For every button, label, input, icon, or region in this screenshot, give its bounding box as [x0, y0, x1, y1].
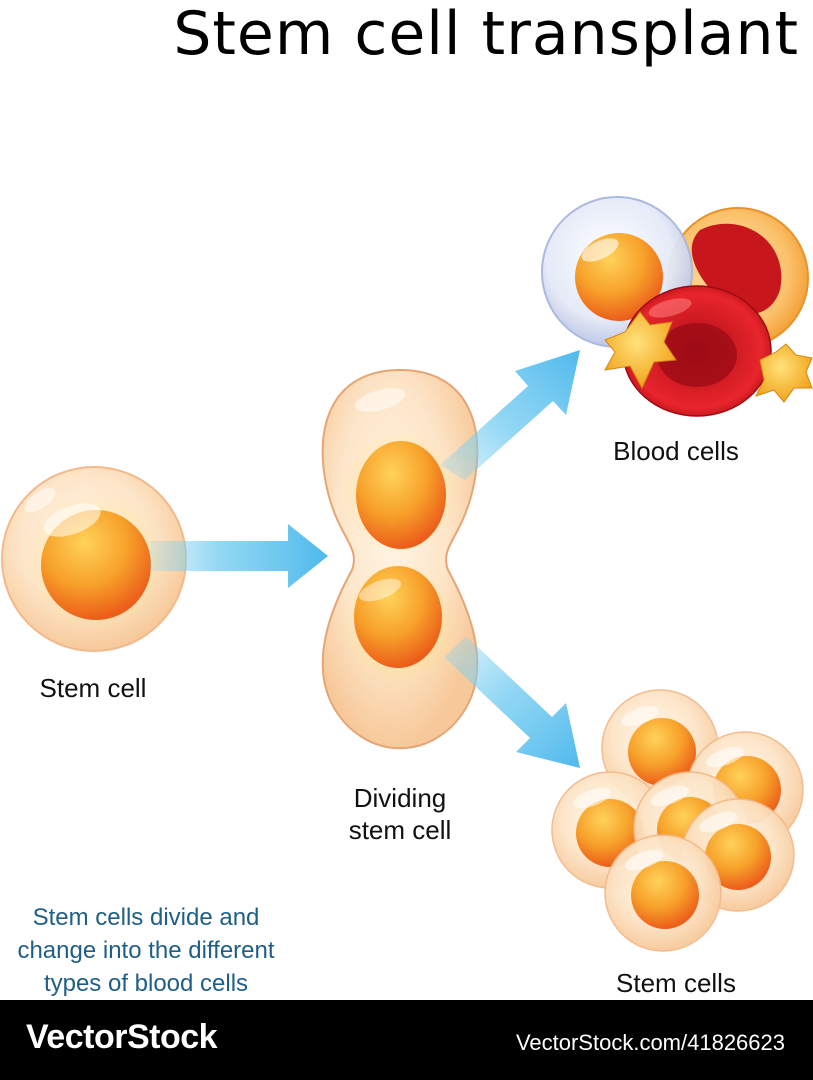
diagram-canvas — [1, 196, 813, 952]
label-blood-cells: Blood cells — [596, 435, 756, 467]
label-dividing-line2: stem cell — [348, 815, 452, 845]
label-stem-cell-text: Stem cell — [39, 673, 147, 703]
caption: Stem cells divide and change into the di… — [0, 901, 292, 1000]
watermark-footer: VectorStock VectorStock.com/41826623 — [0, 1000, 813, 1080]
label-stem-cells: Stem cells — [596, 967, 756, 999]
label-stem-cell: Stem cell — [18, 672, 168, 704]
footer-brand: VectorStock — [26, 1018, 218, 1056]
page-title: Stem cell transplant — [173, 0, 799, 69]
label-dividing-line1: Dividing — [353, 783, 447, 813]
caption-line1: Stem cells divide and — [32, 904, 260, 931]
arrow-to-stem-cells — [444, 636, 580, 768]
footer-credit: VectorStock.com/41826623 — [515, 1030, 785, 1055]
label-blood-cells-text: Blood cells — [613, 436, 739, 466]
arrow-to-blood-cells — [440, 350, 580, 480]
stem-cells-cluster — [551, 689, 804, 952]
label-dividing-stem-cell: Dividing stem cell — [320, 782, 480, 846]
blood-cells-cluster — [541, 196, 813, 417]
label-stem-cells-text: Stem cells — [616, 968, 736, 998]
platelet-left — [604, 311, 677, 390]
stem-cell — [1, 466, 187, 652]
platelet-right — [755, 343, 813, 403]
arrow-to-dividing — [150, 524, 328, 588]
caption-line3: types of blood cells — [43, 970, 249, 997]
dividing-stem-cell — [321, 368, 479, 750]
caption-line2: change into the different — [17, 937, 275, 964]
red-blood-cell — [622, 285, 772, 417]
cluster-cell — [604, 834, 722, 952]
